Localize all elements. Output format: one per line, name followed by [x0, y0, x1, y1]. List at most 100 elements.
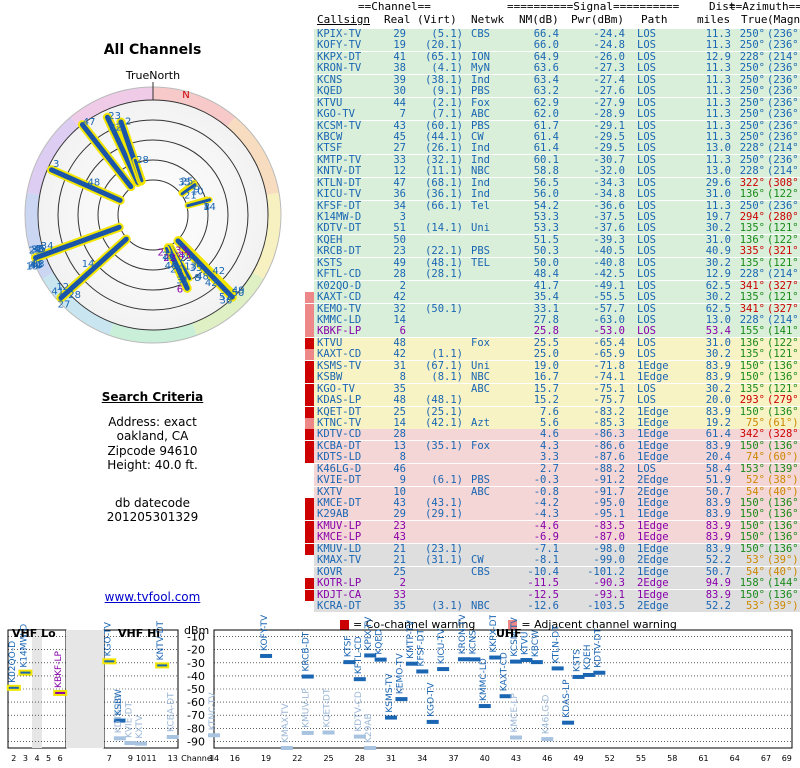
- cell-pwr: -37.6: [593, 222, 625, 235]
- cell-magn: (280°): [767, 211, 800, 224]
- cell-netwk: Ind: [471, 176, 490, 189]
- cell-magn: (122°): [767, 233, 800, 246]
- cell-virt: (26.1): [425, 142, 463, 155]
- cell-virt: (4.1): [431, 62, 463, 75]
- website-link[interactable]: www.tvfool.com: [104, 590, 201, 604]
- cell-callsign: KICU-TV: [317, 188, 362, 201]
- co-channel-legend-label: = Co-channel warning: [353, 618, 476, 631]
- cell-tru: 150°: [739, 359, 765, 372]
- cell-path: 2Edge: [637, 485, 669, 498]
- polar-channel-label: 43: [164, 253, 177, 264]
- row-background: [314, 566, 800, 578]
- cell-magn: (136°): [767, 439, 800, 452]
- polar-channel-label: 27: [58, 300, 71, 311]
- cell-magn: (136°): [767, 508, 800, 521]
- cell-callsign: KOVR: [317, 565, 343, 578]
- cell-virt: (48.1): [425, 394, 463, 407]
- polar-channel-label: 44: [29, 260, 42, 271]
- cell-tru: 53°: [746, 600, 765, 612]
- cell-magn: (236°): [767, 85, 800, 98]
- chart-station-label: KDTS-LD: [114, 694, 124, 733]
- cell-tru: 135°: [739, 382, 765, 395]
- warning-legend: = Co-channel warning = Adjacent channel …: [340, 618, 677, 631]
- polar-channel-label: 34: [41, 241, 54, 252]
- cell-dist: 83.9: [705, 588, 731, 601]
- polar-channel-label: 42: [205, 278, 218, 289]
- chart-bar-mark: [510, 659, 523, 664]
- cell-tru: 228°: [739, 268, 765, 281]
- chart-station-label: KEMO-TV: [395, 652, 405, 694]
- cell-callsign: KMUV-LD: [317, 542, 362, 555]
- row-background: [314, 280, 800, 292]
- x-tick-label: 19: [261, 754, 271, 763]
- criteria-line: Zipcode 94610: [107, 443, 198, 458]
- cell-callsign: KTLN-DT: [317, 176, 362, 189]
- cell-tru: 322°: [739, 176, 765, 189]
- criteria-line: oakland, CA: [116, 429, 189, 443]
- cell-tru: 250°: [739, 28, 765, 40]
- adjacent-channel-warning-icon: [305, 292, 314, 304]
- criteria-line: Height: 40.0 ft.: [107, 458, 198, 472]
- polar-channel-label: 45: [33, 244, 46, 255]
- cell-virt: (1.1): [431, 348, 463, 361]
- cell-magn: (136°): [767, 531, 800, 544]
- cell-callsign: KOTR-LP: [317, 577, 362, 590]
- chart-station-label: KTNC-TV: [208, 692, 218, 731]
- cell-nm: 4.3: [540, 439, 559, 452]
- cell-pwr: -27.3: [593, 62, 625, 75]
- cell-pwr: -98.0: [593, 542, 625, 555]
- cell-pwr: -95.1: [593, 508, 625, 521]
